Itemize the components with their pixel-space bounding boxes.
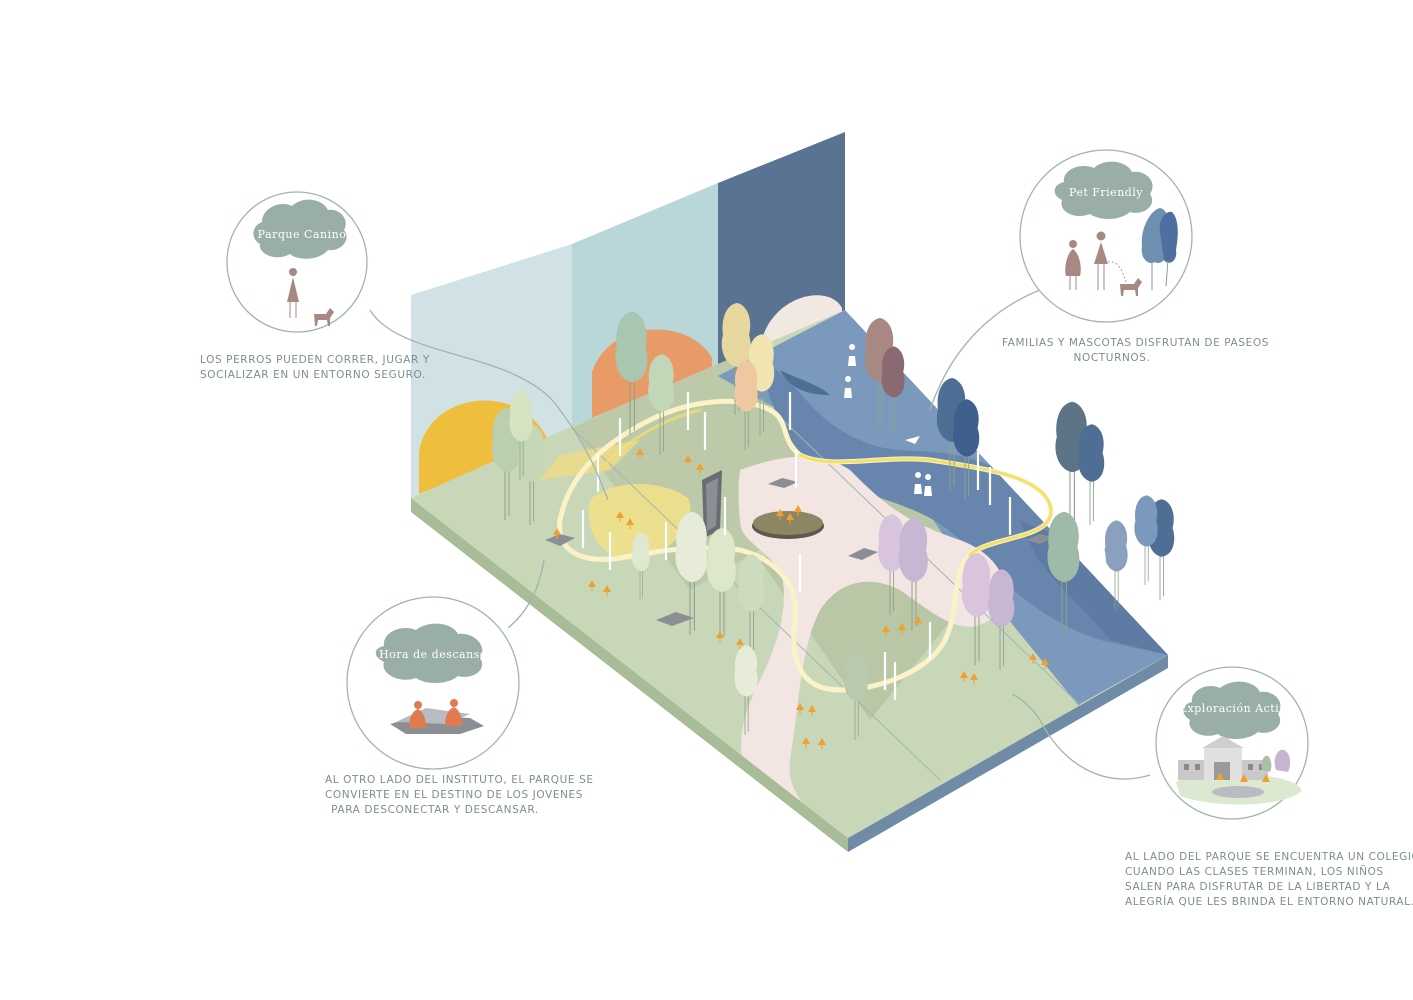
- callout-hora-descanso: Hora de descanso: [346, 596, 520, 770]
- callout-title: Exploración Activa: [1179, 702, 1293, 715]
- callout-pet-friendly: Pet Friendly: [1019, 149, 1193, 323]
- tree: [1077, 423, 1105, 526]
- tree: [1134, 494, 1159, 586]
- park-ground: [411, 310, 1168, 852]
- central-plaza: [702, 470, 824, 539]
- caption-line: Familias y mascotas disfrutan de paseos: [1002, 337, 1269, 349]
- callout-leaders: [369, 289, 1151, 780]
- ground-side-face: [848, 655, 1168, 852]
- caption-line: nocturnos.: [1073, 352, 1151, 364]
- caption-line: Los perros pueden correr, jugar y: [200, 354, 430, 366]
- caption-hora-descanso: Al otro lado del instituto, el parque se…: [325, 773, 594, 818]
- benches: [545, 478, 1054, 626]
- callout-title: Pet Friendly: [1069, 186, 1143, 199]
- callout-exploracion-activa: Exploración Activa: [1155, 666, 1309, 820]
- leader-parque-canino: [369, 309, 609, 501]
- caption-line: Al lado del parque se encuentra un coleg…: [1125, 851, 1413, 863]
- caption-line: para desconectar y descansar.: [331, 804, 539, 816]
- caption-line: alegría que les brinda el entorno natura…: [1125, 896, 1413, 908]
- back-wall: [411, 132, 845, 498]
- caption-line: socializar en un entorno seguro.: [200, 369, 426, 381]
- leader-exploracion: [1011, 693, 1151, 780]
- caption-pet-friendly: Familias y mascotas disfrutan de paseos …: [1002, 336, 1269, 366]
- ground-front-face: [411, 498, 848, 852]
- callout-title: Parque Canino: [258, 228, 347, 241]
- leader-pet-friendly: [929, 289, 1041, 411]
- night-visitors: [844, 344, 1106, 561]
- caption-line: salen para disfrutar de la libertad y la: [1125, 881, 1391, 893]
- caption-exploracion-activa: Al lado del parque se encuentra un coleg…: [1125, 850, 1413, 910]
- pink-path: [738, 456, 1005, 838]
- caption-parque-canino: Los perros pueden correr, jugar y social…: [200, 353, 430, 383]
- callout-title: Hora de descanso: [379, 648, 487, 661]
- leader-hora-descanso: [507, 559, 545, 629]
- caption-line: Al otro lado del instituto, el parque se: [325, 774, 594, 786]
- callout-parque-canino: Parque Canino: [226, 191, 368, 333]
- caption-line: cuando las clases terminan, los niños: [1125, 866, 1384, 878]
- moon: [760, 295, 842, 348]
- caption-line: convierte en el destino de los jovenes: [325, 789, 584, 801]
